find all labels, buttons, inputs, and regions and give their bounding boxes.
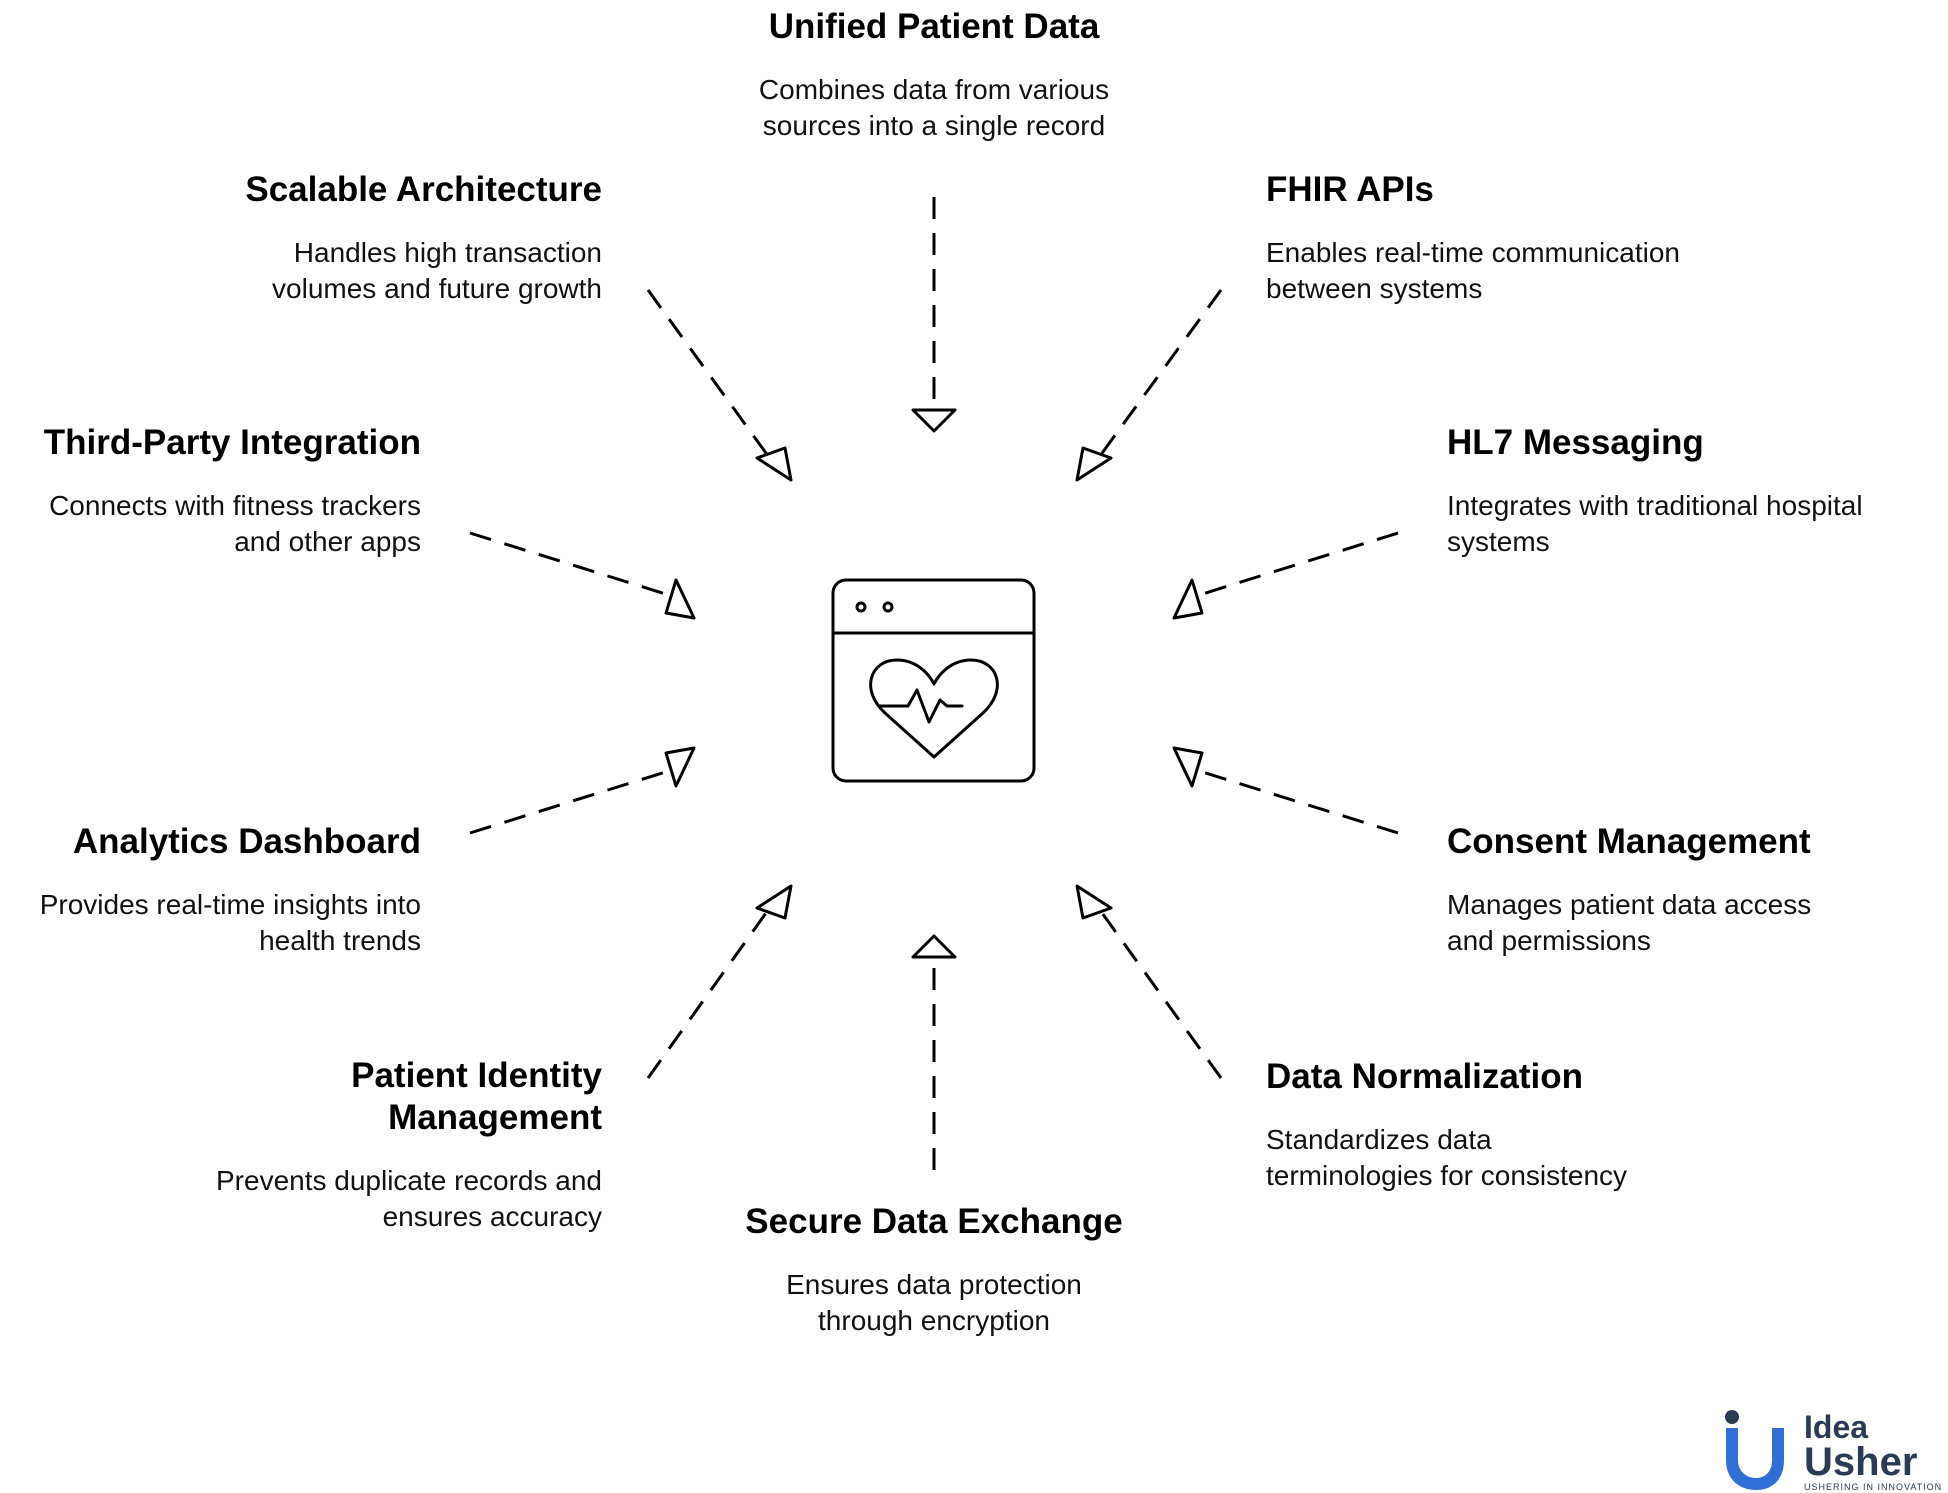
- title-line: Patient Identity: [351, 1056, 602, 1095]
- node-title: HL7 Messaging: [1447, 423, 1704, 462]
- node-unified-patient-data: Unified Patient Data Combines data from …: [664, 6, 1204, 144]
- desc-line: between systems: [1266, 273, 1483, 304]
- node-description: Ensures data protection through encrypti…: [664, 1267, 1204, 1339]
- logo-u-mark: [1726, 1428, 1784, 1490]
- desc-line: systems: [1447, 526, 1550, 557]
- node-description: Manages patient data access and permissi…: [1447, 887, 1927, 959]
- logo-tagline: USHERING IN INNOVATION: [1804, 1482, 1942, 1492]
- arrow-scalable-head: [755, 446, 793, 482]
- node-title: Third-Party Integration: [43, 423, 421, 462]
- arrow-scalable-shaft: [646, 289, 773, 461]
- node-title: Unified Patient Data: [768, 7, 1100, 46]
- arrow-analytics-shaft: [469, 768, 673, 835]
- desc-line: Ensures data protection: [786, 1269, 1082, 1300]
- node-title: Scalable Architecture: [245, 170, 602, 209]
- browser-window-frame: [831, 578, 1036, 783]
- arrow-fhir-head: [1075, 446, 1113, 482]
- arrow-analytics-head: [664, 746, 696, 788]
- node-description: Prevents duplicate records and ensures a…: [140, 1163, 602, 1235]
- desc-line: and permissions: [1447, 925, 1651, 956]
- desc-line: Integrates with traditional hospital: [1447, 490, 1863, 521]
- desc-line: and other apps: [234, 526, 421, 557]
- node-description: Standardizes data terminologies for cons…: [1266, 1122, 1746, 1194]
- heart-icon: [869, 658, 999, 759]
- node-title: Secure Data Exchange: [745, 1202, 1123, 1241]
- ideausher-logo: Idea Usher USHERING IN INNOVATION: [1725, 1409, 1942, 1492]
- logo-dot: [1725, 1410, 1739, 1424]
- desc-line: Manages patient data access: [1447, 889, 1812, 920]
- browser-dot-1: [855, 601, 867, 613]
- arrow-secure-head: [911, 934, 957, 959]
- node-patient-identity-management: Patient Identity Management Prevents dup…: [140, 1055, 602, 1235]
- node-title: Data Normalization: [1266, 1057, 1583, 1096]
- desc-line: Enables real-time communication: [1266, 237, 1680, 268]
- node-analytics-dashboard: Analytics Dashboard Provides real-time i…: [0, 821, 421, 959]
- desc-line: sources into a single record: [762, 110, 1106, 141]
- arrow-fhir-shaft: [1095, 289, 1223, 461]
- node-secure-data-exchange: Secure Data Exchange Ensures data protec…: [664, 1201, 1204, 1339]
- logo-word-usher: Usher: [1804, 1440, 1917, 1484]
- desc-line: Provides real-time insights into: [39, 889, 421, 920]
- browser-heartbeat-icon: [831, 578, 1036, 783]
- node-third-party-integration: Third-Party Integration Connects with fi…: [0, 422, 421, 560]
- desc-line: health trends: [259, 925, 421, 956]
- desc-line: terminologies for consistency: [1266, 1160, 1628, 1191]
- node-fhir-apis: FHIR APIs Enables real-time communicatio…: [1266, 169, 1786, 307]
- heartbeat-line-icon: [878, 688, 964, 724]
- arrow-unified-head: [911, 408, 957, 433]
- desc-line: Combines data from various: [758, 74, 1110, 105]
- arrow-thirdparty-shaft: [469, 531, 673, 598]
- node-description: Enables real-time communication between …: [1266, 235, 1786, 307]
- arrow-hl7-head: [1172, 578, 1204, 620]
- node-scalable-architecture: Scalable Architecture Handles high trans…: [160, 169, 602, 307]
- arrow-identity-head: [755, 884, 793, 920]
- arrow-consent-head: [1172, 746, 1204, 788]
- node-title: Patient Identity Management: [140, 1055, 602, 1139]
- node-description: Connects with fitness trackers and other…: [0, 488, 421, 560]
- node-description: Handles high transaction volumes and fut…: [160, 235, 602, 307]
- node-description: Provides real-time insights into health …: [0, 887, 421, 959]
- arrow-identity-shaft: [646, 905, 773, 1079]
- arrow-thirdparty-head: [664, 578, 696, 620]
- desc-line: volumes and future growth: [272, 273, 602, 304]
- node-title: Analytics Dashboard: [72, 822, 421, 861]
- node-description: Integrates with traditional hospital sys…: [1447, 488, 1947, 560]
- desc-line: Handles high transaction: [293, 237, 602, 268]
- node-description: Combines data from various sources into …: [664, 72, 1204, 144]
- desc-line: through encryption: [818, 1305, 1050, 1336]
- arrow-normalization-shaft: [1095, 905, 1223, 1079]
- node-title: Consent Management: [1447, 822, 1811, 861]
- node-hl7-messaging: HL7 Messaging Integrates with traditiona…: [1447, 422, 1947, 560]
- arrow-consent-shaft: [1195, 768, 1399, 835]
- node-data-normalization: Data Normalization Standardizes data ter…: [1266, 1056, 1746, 1194]
- node-consent-management: Consent Management Manages patient data …: [1447, 821, 1927, 959]
- logo-word-idea: Idea: [1804, 1409, 1868, 1445]
- title-line: Management: [388, 1098, 602, 1137]
- arrow-hl7-shaft: [1195, 531, 1399, 598]
- desc-line: ensures accuracy: [382, 1201, 602, 1232]
- desc-line: Prevents duplicate records and: [216, 1165, 602, 1196]
- desc-line: Connects with fitness trackers: [49, 490, 421, 521]
- arrow-normalization-head: [1075, 884, 1113, 920]
- browser-dot-2: [882, 601, 894, 613]
- desc-line: Standardizes data: [1266, 1124, 1492, 1155]
- node-title: FHIR APIs: [1266, 170, 1434, 209]
